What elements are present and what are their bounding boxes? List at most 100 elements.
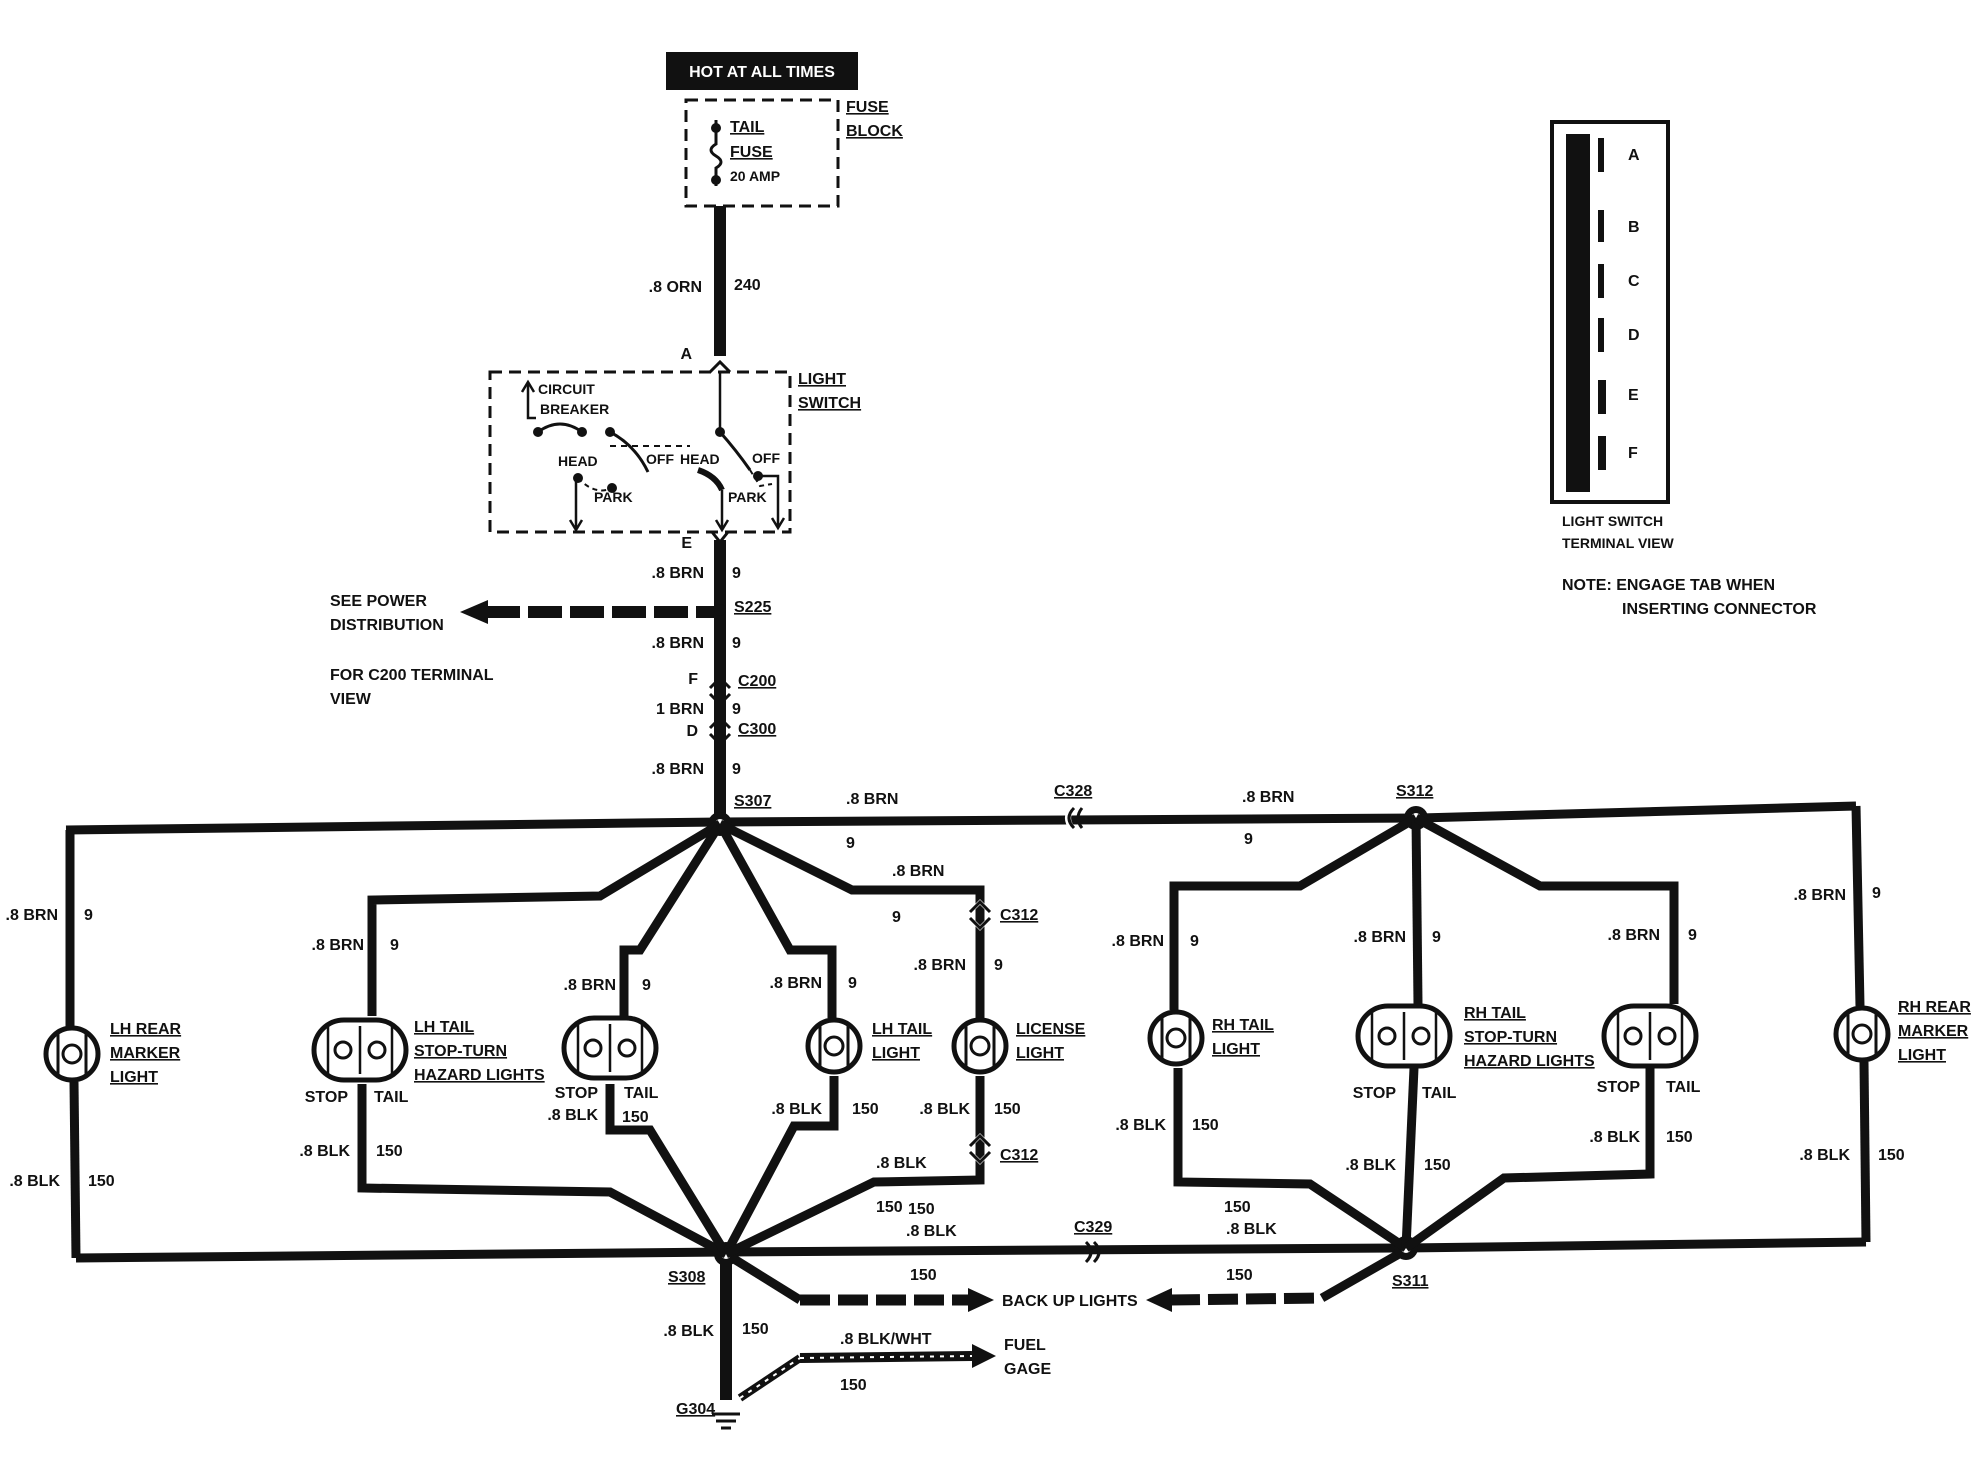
rh-stop2-gauge-top: .8 BRN bbox=[1608, 927, 1660, 944]
lh-stop2-gauge-top: .8 BRN bbox=[564, 977, 616, 994]
lh-tail-brn-wire bbox=[716, 821, 837, 1018]
lh-stop-turn-stop: STOP bbox=[305, 1089, 349, 1106]
lh-stop-turn-brn-wire bbox=[367, 820, 723, 1016]
ground-circuit: 150 bbox=[742, 1321, 769, 1338]
rh-marker-blk-wire bbox=[1859, 1061, 1871, 1243]
rh-stop2-circuit-top: 9 bbox=[1688, 927, 1697, 944]
license-name-2: LIGHT bbox=[1016, 1045, 1064, 1062]
rh-tail-gauge-bot: .8 BLK bbox=[1115, 1117, 1166, 1134]
lh-stop-turn-circuit-bot: 150 bbox=[376, 1143, 403, 1160]
top-bus-gauge-right: .8 BRN bbox=[1242, 789, 1294, 806]
lh-stop-turn-name-1: LH TAIL bbox=[414, 1019, 474, 1036]
circuit-breaker-label-1: CIRCUIT bbox=[538, 381, 595, 397]
lh-tail-name-1: LH TAIL bbox=[872, 1021, 932, 1038]
wire-240-gauge: .8 ORN bbox=[649, 279, 702, 296]
lh-stop2-brn-wire bbox=[619, 821, 724, 1016]
c300-terminal-d: D bbox=[686, 723, 698, 740]
lh-tail-circuit-bot: 150 bbox=[852, 1101, 879, 1118]
terminal-d: D bbox=[1628, 327, 1640, 344]
trunk-gauge-2: .8 BRN bbox=[652, 635, 704, 652]
lh-stop2-lamp bbox=[564, 1018, 656, 1078]
fuse-rating: 20 AMP bbox=[730, 168, 780, 184]
lh-tail-gauge-bot: .8 BLK bbox=[771, 1101, 822, 1118]
lh-marker-name-2: MARKER bbox=[110, 1045, 181, 1062]
license-circuit-b: 150 bbox=[876, 1199, 903, 1216]
switch-head-left: HEAD bbox=[558, 453, 598, 469]
switch-off-left: OFF bbox=[646, 451, 674, 467]
lh-marker-name-1: LH REAR bbox=[110, 1021, 182, 1038]
rh-stop2-circuit-bot: 150 bbox=[1666, 1129, 1693, 1146]
top-bus-circuit-left: 9 bbox=[846, 835, 855, 852]
lh-stop-turn-tail: TAIL bbox=[374, 1089, 409, 1106]
lh-tail-name-2: LIGHT bbox=[872, 1045, 920, 1062]
top-bus-circuit-right: 9 bbox=[1244, 831, 1253, 848]
connector-c200: C200 bbox=[738, 673, 776, 690]
rh-marker-circuit-top: 9 bbox=[1872, 885, 1881, 902]
rh-tail-blk-wire bbox=[1173, 1068, 1409, 1252]
terminal-view-note-1: NOTE: ENGAGE TAB WHEN bbox=[1562, 577, 1775, 594]
power-distribution-label-1: SEE POWER bbox=[330, 593, 427, 610]
rh-stop2-blk-wire bbox=[1403, 1068, 1655, 1252]
license-blk-wire bbox=[724, 1076, 985, 1259]
rh-stop-turn-tail: TAIL bbox=[1422, 1085, 1457, 1102]
lh-marker-circuit-top: 9 bbox=[84, 907, 93, 924]
lh-stop-turn-name-2: STOP-TURN bbox=[414, 1043, 507, 1060]
lh-stop2-gauge-bot: .8 BLK bbox=[547, 1107, 598, 1124]
bottom-bus-gauge-left: .8 BLK bbox=[906, 1223, 957, 1240]
terminal-e: E bbox=[1628, 387, 1639, 404]
rh-marker-gauge-top: .8 BRN bbox=[1794, 887, 1846, 904]
license-gauge-top: .8 BRN bbox=[914, 957, 966, 974]
connector-c312-top: C312 bbox=[1000, 907, 1038, 924]
trunk-circuit-4: 9 bbox=[732, 761, 741, 778]
rh-stop-turn-brn-wire bbox=[1411, 817, 1423, 1005]
bottom-bus-left bbox=[75, 1247, 727, 1263]
rh-tail-gauge-top: .8 BRN bbox=[1112, 933, 1164, 950]
lh-stop-turn-name-3: HAZARD LIGHTS bbox=[414, 1067, 545, 1084]
c200-note-1: FOR C200 TERMINAL bbox=[330, 667, 494, 684]
wire-240-circuit: 240 bbox=[734, 277, 761, 294]
rh-tail-name-2: LIGHT bbox=[1212, 1041, 1260, 1058]
license-gauge-bot: .8 BLK bbox=[919, 1101, 970, 1118]
splice-s225: S225 bbox=[734, 599, 771, 616]
switch-park-left: PARK bbox=[594, 489, 633, 505]
rh-tail-circuit-top: 9 bbox=[1190, 933, 1199, 950]
rh-stop2-gauge-bot: .8 BLK bbox=[1589, 1129, 1640, 1146]
switch-terminal-a: A bbox=[680, 346, 692, 363]
trunk-circuit-1: 9 bbox=[732, 565, 741, 582]
lh-stop2-circuit-bot: 150 bbox=[622, 1109, 649, 1126]
connector-c329: C329 bbox=[1074, 1219, 1112, 1236]
rh-stop2-stop: STOP bbox=[1597, 1079, 1641, 1096]
rh-stop2-brn-wire bbox=[1413, 814, 1679, 1004]
terminal-view-note-2: INSERTING CONNECTOR bbox=[1622, 601, 1817, 618]
lh-stop2-circuit-top: 9 bbox=[642, 977, 651, 994]
fuse-block-outline bbox=[684, 98, 840, 208]
lh-marker-gauge-bot: .8 BLK bbox=[9, 1173, 60, 1190]
connector-c300: C300 bbox=[738, 721, 776, 738]
connector-c328: C328 bbox=[1054, 783, 1092, 800]
rh-tail-name-1: RH TAIL bbox=[1212, 1017, 1274, 1034]
rh-marker-gauge-bot: .8 BLK bbox=[1799, 1147, 1850, 1164]
rh-tail-circuit-bot: 150 bbox=[1192, 1117, 1219, 1134]
trunk-circuit-2: 9 bbox=[732, 635, 741, 652]
lh-stop-turn-gauge-bot: .8 BLK bbox=[299, 1143, 350, 1160]
bottom-bus-right bbox=[1405, 1237, 1867, 1253]
rh-stop2-lamp bbox=[1604, 1006, 1696, 1066]
lh-stop2-tail: TAIL bbox=[624, 1085, 659, 1102]
terminal-view-caption-2: TERMINAL VIEW bbox=[1562, 535, 1675, 551]
lh-stop-turn-circuit-top: 9 bbox=[390, 937, 399, 954]
switch-off-right: OFF bbox=[752, 450, 780, 466]
rh-marker-name-2: MARKER bbox=[1898, 1023, 1969, 1040]
rh-rear-marker-lamp bbox=[1836, 1008, 1888, 1060]
rh-marker-name-3: LIGHT bbox=[1898, 1047, 1946, 1064]
splice-s308: S308 bbox=[668, 1269, 705, 1286]
rh-stop-turn-gauge-top: .8 BRN bbox=[1354, 929, 1406, 946]
trunk-circuit-3: 9 bbox=[732, 701, 741, 718]
fuel-gage-label-1: FUEL bbox=[1004, 1337, 1046, 1354]
ground-g304: G304 bbox=[676, 1401, 715, 1418]
power-distribution-arrow bbox=[460, 600, 488, 624]
trunk-gauge-3: 1 BRN bbox=[656, 701, 704, 718]
rh-marker-name-1: RH REAR bbox=[1898, 999, 1971, 1016]
top-bus-left bbox=[65, 817, 721, 835]
light-switch-outline bbox=[488, 370, 792, 534]
rh-stop-turn-lamp bbox=[1358, 1006, 1450, 1066]
